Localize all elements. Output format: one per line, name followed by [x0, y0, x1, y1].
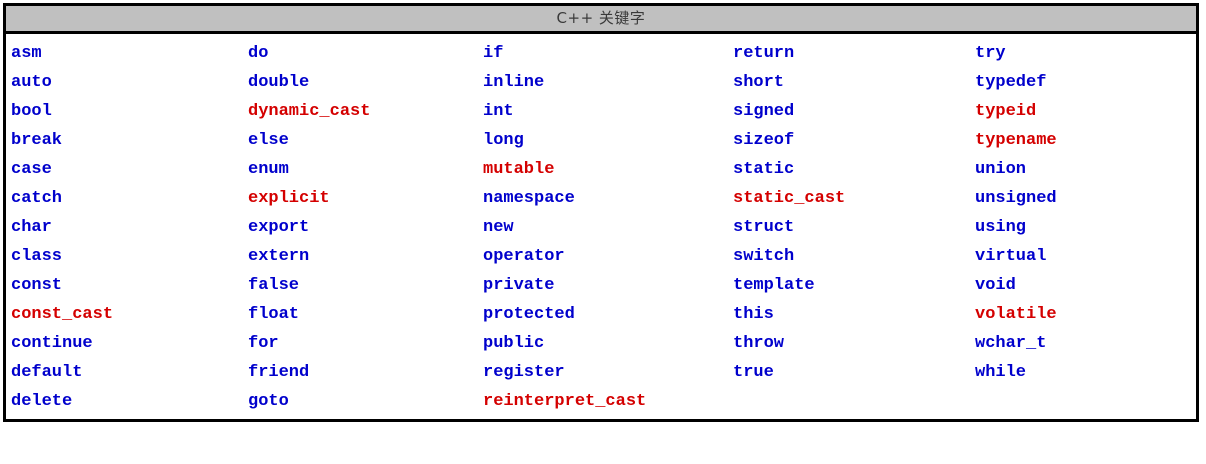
- table-row: delete goto reinterpret_cast: [6, 387, 1196, 416]
- keyword-cell: short: [733, 74, 785, 91]
- keyword-cell: inline: [483, 74, 545, 91]
- table-row: char export new struct using: [6, 213, 1196, 242]
- keyword-cell: template: [733, 277, 815, 294]
- keyword-cell: reinterpret_cast: [483, 393, 647, 410]
- keyword-cell: extern: [248, 248, 310, 265]
- table-row: default friend register true while: [6, 358, 1196, 387]
- keyword-cell: public: [483, 335, 545, 352]
- keyword-cell: export: [248, 219, 310, 236]
- keyword-cell: const_cast: [11, 306, 114, 323]
- keyword-cell: typename: [975, 132, 1057, 149]
- table-row: const_cast float protected this volatile: [6, 300, 1196, 329]
- keyword-cell: friend: [248, 364, 310, 381]
- keyword-cell: explicit: [248, 190, 330, 207]
- table-row: case enum mutable static union: [6, 155, 1196, 184]
- keyword-cell: for: [248, 335, 279, 352]
- keyword-cell: default: [11, 364, 83, 381]
- keyword-cell: private: [483, 277, 555, 294]
- keyword-cell: try: [975, 45, 1006, 62]
- table-row: catch explicit namespace static_cast unsigne…: [6, 184, 1196, 213]
- keyword-cell: namespace: [483, 190, 575, 207]
- keyword-cell: auto: [11, 74, 52, 91]
- keyword-cell: throw: [733, 335, 785, 352]
- keyword-cell: int: [483, 103, 514, 120]
- keyword-cell: dynamic_cast: [248, 103, 371, 120]
- table-row: bool dynamic_cast int signed typeid: [6, 97, 1196, 126]
- keyword-cell: sizeof: [733, 132, 795, 149]
- keyword-cell: union: [975, 161, 1027, 178]
- keyword-cell: new: [483, 219, 514, 236]
- keyword-cell: char: [11, 219, 52, 236]
- keyword-cell: true: [733, 364, 774, 381]
- keyword-cell: register: [483, 364, 565, 381]
- table-row: break else long sizeof typename: [6, 126, 1196, 155]
- keyword-cell: static_cast: [733, 190, 846, 207]
- keyword-cell: goto: [248, 393, 289, 410]
- keyword-cell: const: [11, 277, 63, 294]
- keyword-cell: catch: [11, 190, 63, 207]
- keyword-cell: float: [248, 306, 300, 323]
- keyword-cell: break: [11, 132, 63, 149]
- keyword-cell: else: [248, 132, 289, 149]
- keyword-cell: switch: [733, 248, 795, 265]
- keyword-cell: while: [975, 364, 1027, 381]
- keyword-cell: do: [248, 45, 269, 62]
- keyword-cell: long: [483, 132, 524, 149]
- table-row: class extern operator switch virtual: [6, 242, 1196, 271]
- table-header: C++ 关键字: [6, 6, 1196, 34]
- keyword-cell: mutable: [483, 161, 555, 178]
- keyword-cell: typedef: [975, 74, 1047, 91]
- keyword-cell: using: [975, 219, 1027, 236]
- keyword-cell: delete: [11, 393, 73, 410]
- keyword-cell: volatile: [975, 306, 1057, 323]
- keyword-cell: protected: [483, 306, 575, 323]
- table-body: asm do if return try auto double inline short typ…: [6, 34, 1196, 419]
- keyword-cell: continue: [11, 335, 93, 352]
- keyword-cell: unsigned: [975, 190, 1057, 207]
- keyword-cell: struct: [733, 219, 795, 236]
- table-row: continue for public throw wchar_t: [6, 329, 1196, 358]
- keyword-cell: this: [733, 306, 774, 323]
- keyword-cell: class: [11, 248, 63, 265]
- cpp-keywords-table: C++ 关键字 asm do if return try auto double inline…: [3, 3, 1199, 422]
- keyword-cell: signed: [733, 103, 795, 120]
- keyword-cell: bool: [11, 103, 52, 120]
- table-row: const false private template void: [6, 271, 1196, 300]
- keyword-cell: if: [483, 45, 504, 62]
- keyword-cell: return: [733, 45, 795, 62]
- keyword-cell: virtual: [975, 248, 1047, 265]
- keyword-cell: typeid: [975, 103, 1037, 120]
- keyword-cell: case: [11, 161, 52, 178]
- keyword-cell: double: [248, 74, 310, 91]
- table-row: auto double inline short typedef: [6, 68, 1196, 97]
- keyword-cell: false: [248, 277, 300, 294]
- keyword-cell: operator: [483, 248, 565, 265]
- table-row: asm do if return try: [6, 39, 1196, 68]
- keyword-cell: asm: [11, 45, 42, 62]
- keyword-cell: wchar_t: [975, 335, 1047, 352]
- keyword-cell: static: [733, 161, 795, 178]
- keyword-cell: enum: [248, 161, 289, 178]
- page-title: C++ 关键字: [556, 9, 646, 27]
- keyword-cell: void: [975, 277, 1016, 294]
